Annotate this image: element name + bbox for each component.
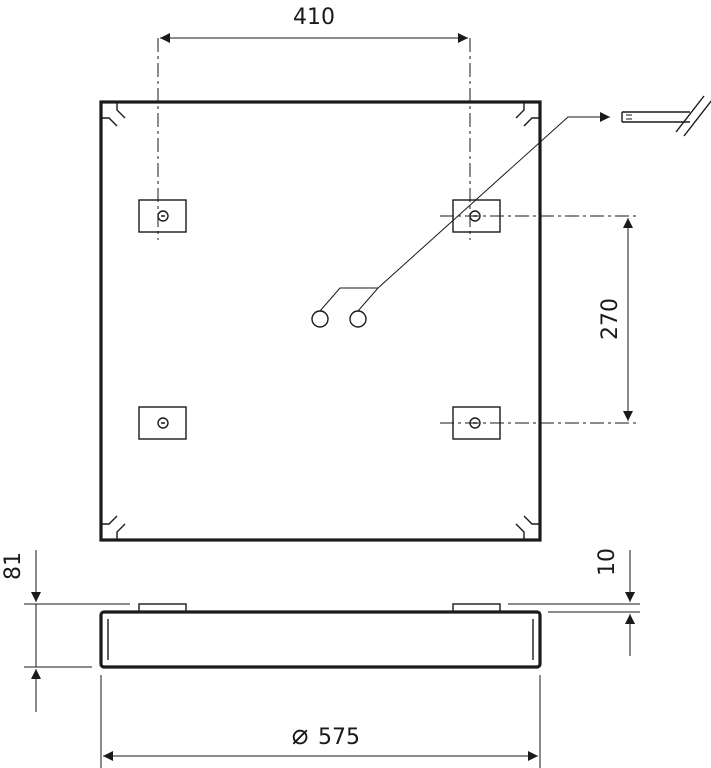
dimension-575: ⌀ 575 [100, 675, 541, 768]
dimension-label-10: 10 [595, 548, 620, 576]
cable-break-icon [675, 95, 711, 137]
keyhole-icon [157, 417, 169, 429]
cable-leader [319, 95, 711, 312]
dimension-label-575: 575 [318, 725, 360, 750]
diameter-symbol: ⌀ [292, 718, 309, 751]
dimension-410: 410 [160, 5, 468, 43]
dimension-270: 270 [598, 218, 633, 421]
mount-bracket-top-left [138, 199, 187, 233]
dimension-label-410: 410 [293, 5, 335, 30]
corner-notch-bottom-left [101, 515, 126, 540]
top-view [99, 100, 542, 542]
plate-outline [99, 100, 542, 542]
mount-bracket-bottom-left [138, 406, 187, 440]
keyhole-icon [157, 210, 169, 222]
corner-notch-top-right [515, 102, 540, 127]
dimension-81: 81 [1, 550, 130, 712]
corner-notch-top-left [101, 102, 126, 127]
corner-notch-bottom-right [515, 515, 540, 540]
cable-icon [621, 111, 690, 123]
dimension-label-81: 81 [1, 552, 26, 580]
side-view [99, 603, 542, 669]
terminal-hole-right [349, 310, 367, 328]
dimension-label-270: 270 [598, 298, 623, 340]
dimension-10: 10 [508, 548, 640, 656]
center-lines [157, 38, 640, 424]
housing-outline [99, 610, 542, 669]
terminal-hole-left [311, 310, 329, 328]
